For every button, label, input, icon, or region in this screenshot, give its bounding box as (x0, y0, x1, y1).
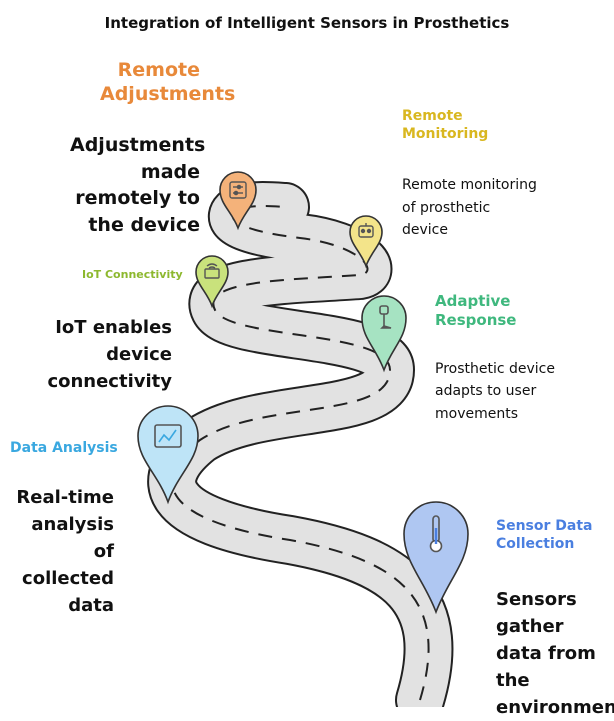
heading-data-analysis: Data Analysis (10, 440, 118, 456)
heading-adaptive-response: Adaptive Response (435, 292, 517, 330)
pin-remote-adjustments (219, 171, 257, 231)
heading-remote-monitoring: Remote Monitoring (402, 108, 489, 142)
sliders-icon (229, 181, 247, 199)
pin-shape (195, 255, 229, 309)
road-surface (149, 183, 452, 707)
pin-shape (403, 501, 469, 615)
desc-remote-adjustments: Adjustments made remotely to the device (70, 134, 206, 236)
thermometer-icon (429, 515, 443, 553)
pin-shape (219, 171, 257, 231)
desc-sensor-data-collection: Sensors gather data from the environment (496, 589, 614, 718)
desc-remote-monitoring: Remote monitoring of prosthetic device (402, 177, 537, 239)
heading-remote-adjustments: Remote Adjustments (100, 59, 236, 106)
line-chart-icon (154, 424, 182, 448)
desc-adaptive-response: Prosthetic device adapts to user movemen… (435, 361, 555, 422)
pin-remote-monitoring (349, 215, 383, 269)
diagram-title: Integration of Intelligent Sensors in Pr… (104, 14, 510, 32)
prosthetic-leg-icon (379, 305, 392, 329)
pin-shape (349, 215, 383, 269)
desc-data-analysis: Real-time analysis of collected data (16, 487, 114, 616)
pin-adaptive-response (361, 295, 407, 373)
pin-data-analysis (137, 405, 199, 505)
heading-sensor-data-collection: Sensor Data Collection (496, 518, 593, 552)
robot-icon (358, 223, 374, 238)
pin-sensor-data-collection (403, 501, 469, 615)
desc-iot-connectivity: IoT enables device connectivity (47, 317, 172, 392)
pin-iot-connectivity (195, 255, 229, 309)
heading-iot-connectivity: IoT Connectivity (82, 268, 183, 281)
pin-shape (137, 405, 199, 505)
pin-shape (361, 295, 407, 373)
router-icon (204, 263, 220, 279)
